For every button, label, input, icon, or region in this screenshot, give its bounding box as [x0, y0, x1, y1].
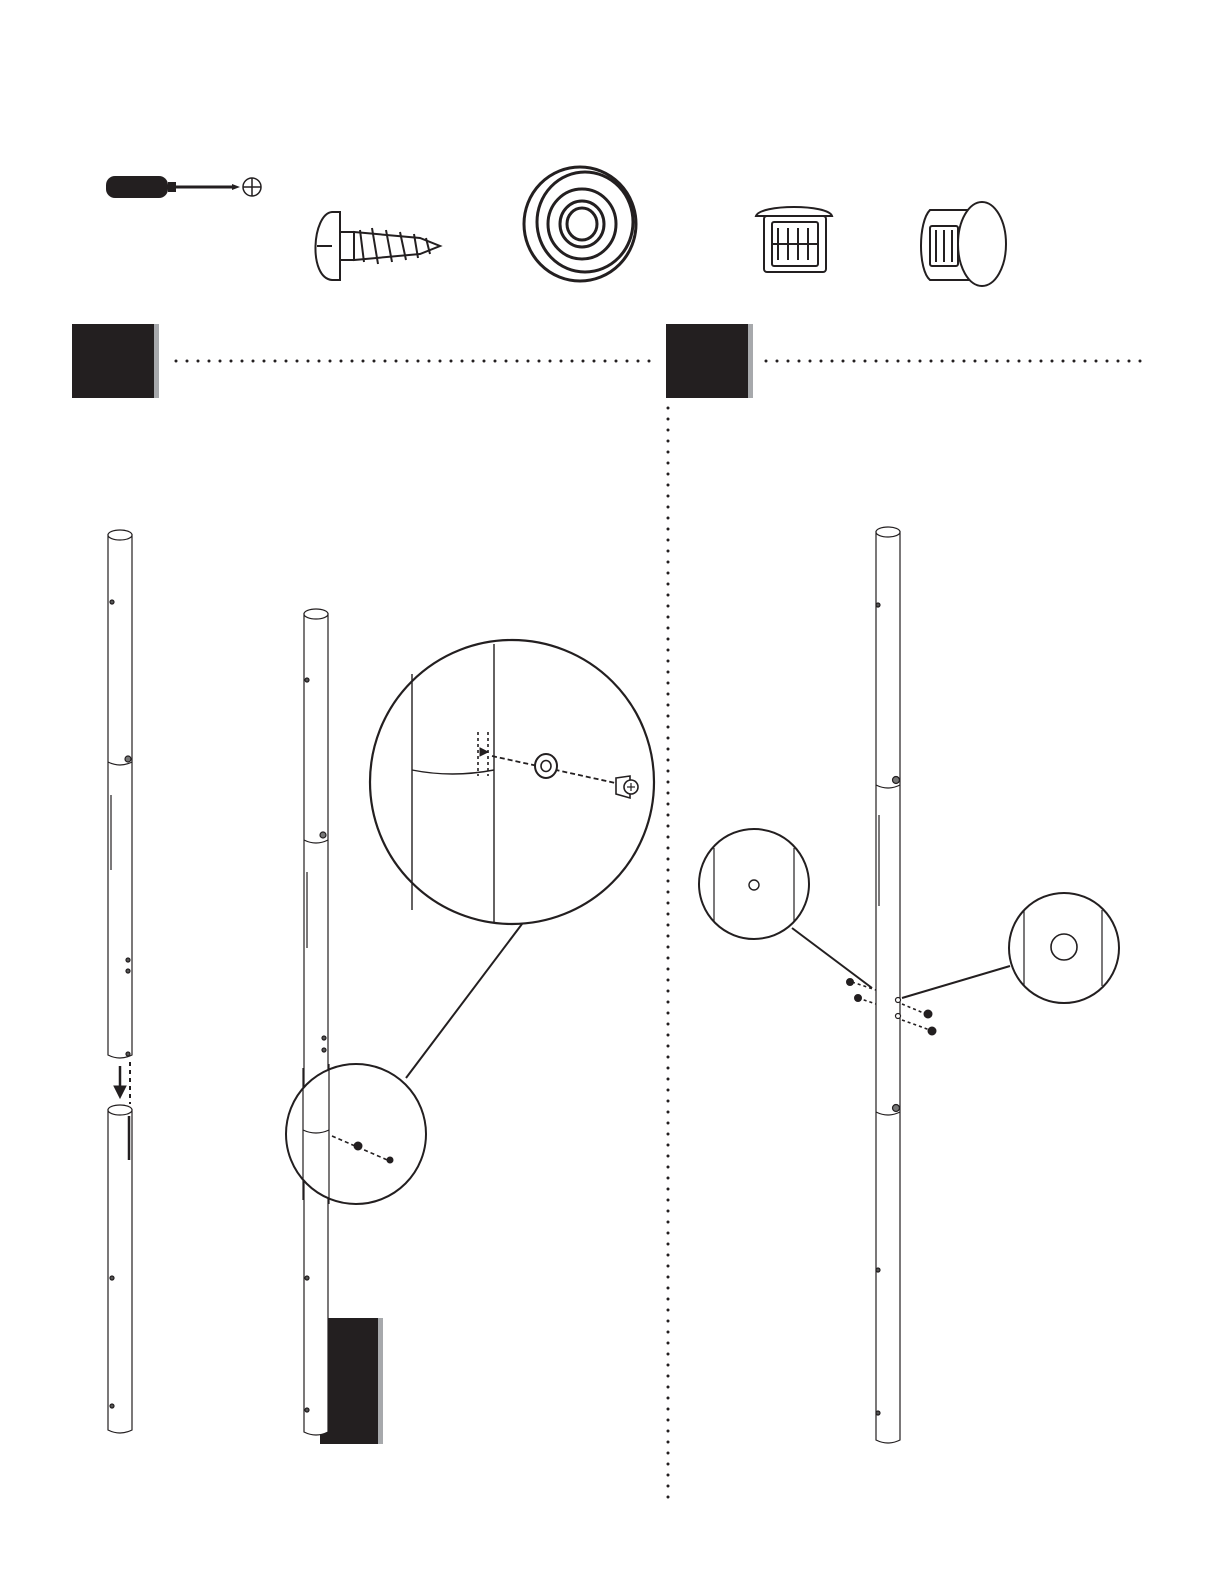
pole-lower-section	[108, 1105, 132, 1433]
callout-small	[286, 1064, 426, 1204]
callout-leader	[406, 924, 522, 1078]
step2-pole	[876, 527, 901, 1443]
callout-large	[370, 640, 654, 924]
insert-arrow-icon	[114, 1062, 130, 1104]
callout-hole-large	[902, 893, 1119, 1003]
callout-hole-small	[699, 829, 872, 988]
assembled-pole	[304, 609, 328, 1435]
pole-upper-section	[108, 530, 132, 1058]
